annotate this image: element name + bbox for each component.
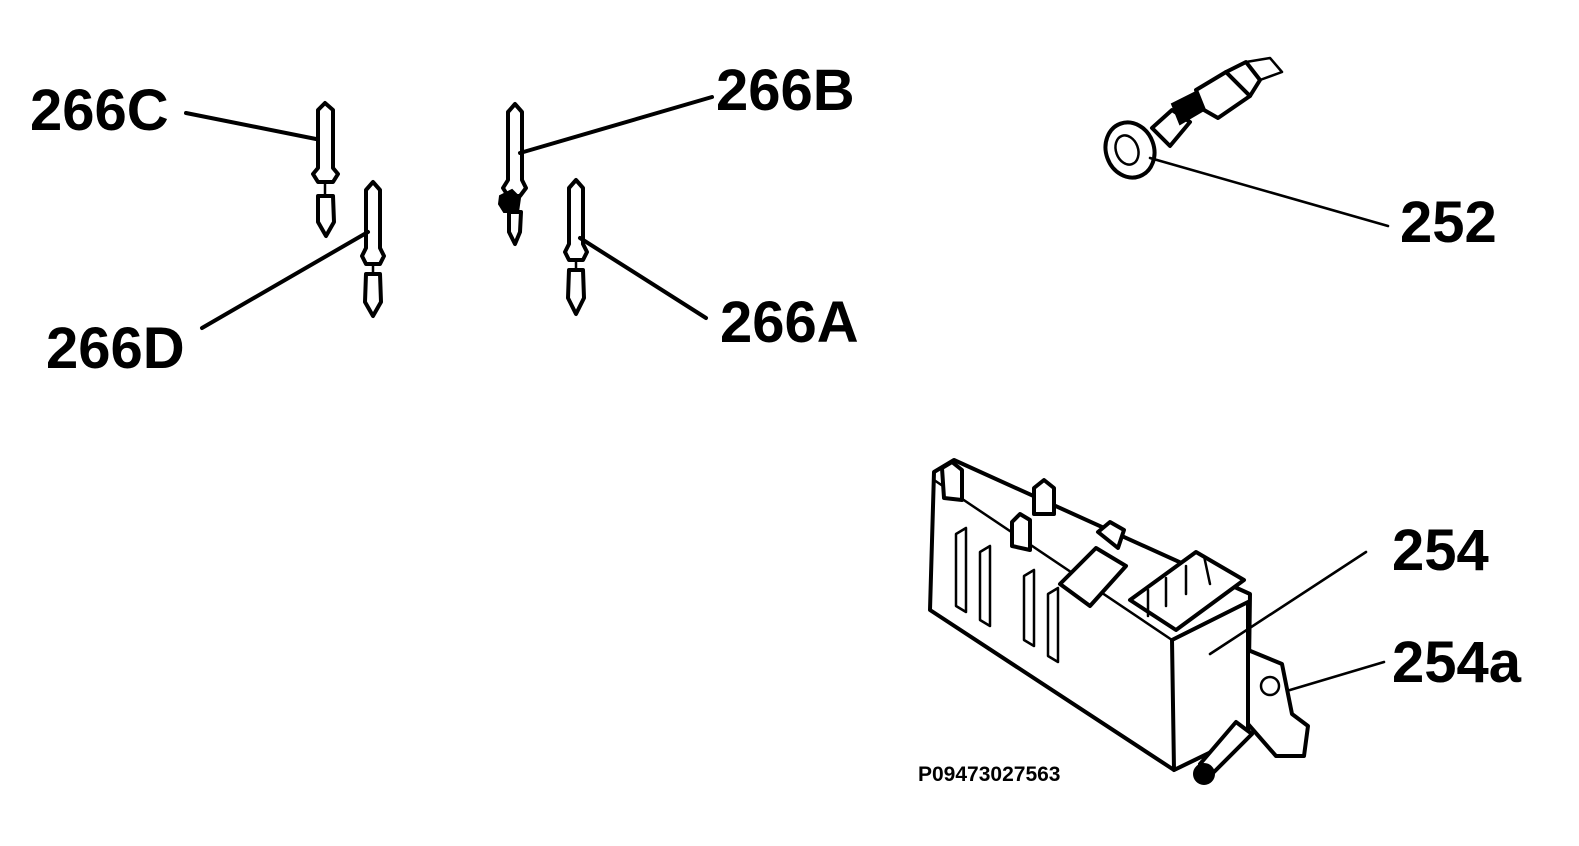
leader-line-266D xyxy=(200,230,370,330)
electrode-266B xyxy=(497,102,528,246)
callout-266A: 266A xyxy=(720,290,859,355)
leader-line-252 xyxy=(1148,156,1390,228)
callout-252: 252 xyxy=(1400,190,1497,255)
leader-line-254 xyxy=(1208,550,1368,656)
callout-254: 254 xyxy=(1392,518,1489,583)
leader-line-254a xyxy=(1288,660,1386,692)
leader-line-266B xyxy=(518,95,714,155)
leader-line-266A xyxy=(578,236,708,320)
callout-266D: 266D xyxy=(46,316,185,381)
leader-line-266C xyxy=(184,111,318,141)
electrode-266C xyxy=(311,101,340,238)
ignition-module-254 xyxy=(928,458,1310,785)
callout-254a: 254a xyxy=(1392,630,1522,695)
connector-plug-252 xyxy=(1103,56,1284,180)
callout-266B: 266B xyxy=(716,58,855,123)
callout-266C: 266C xyxy=(30,78,169,143)
electrode-266A xyxy=(563,178,589,316)
electrode-266D xyxy=(360,180,386,318)
drawing-code: P09473027563 xyxy=(918,763,1060,786)
